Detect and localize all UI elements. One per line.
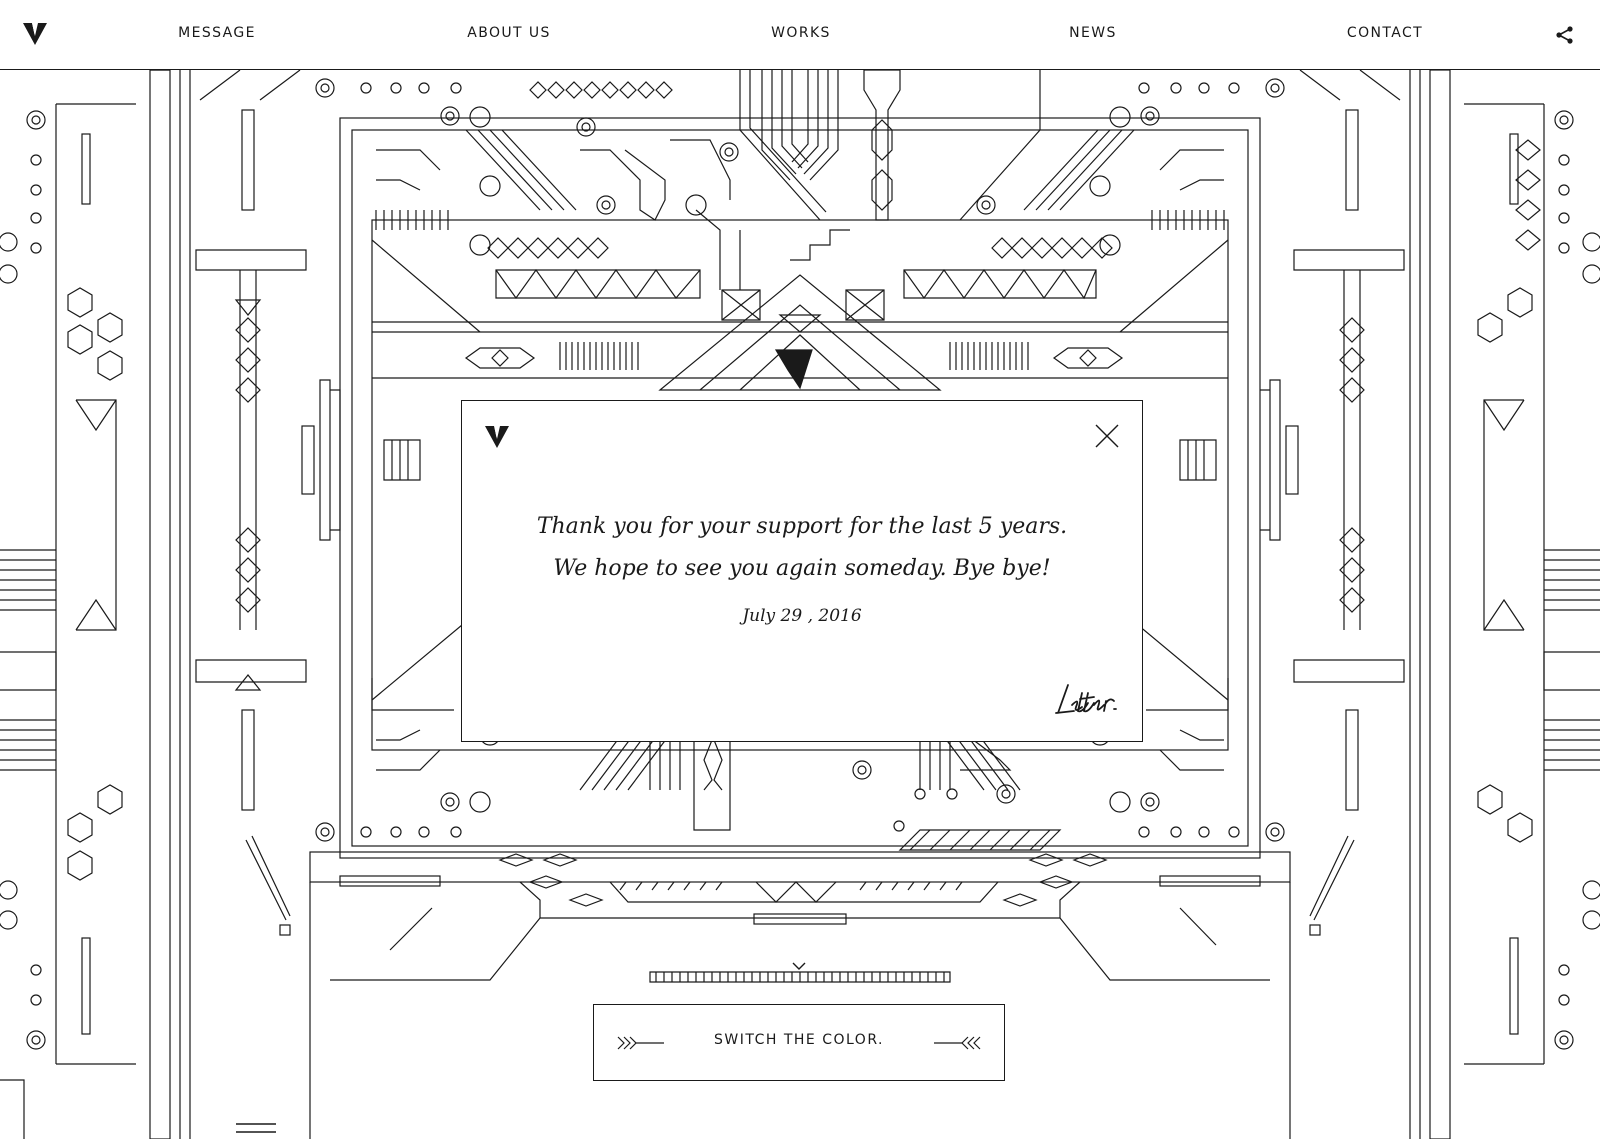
switch-color-button[interactable]: SWITCH THE COLOR. [593, 1004, 1005, 1081]
center-spine-art [579, 70, 1062, 851]
right-panel-art [1293, 70, 1600, 1139]
bottom-platform-art [0, 851, 1291, 1139]
arrow-right-icon [617, 1036, 664, 1050]
farewell-message-line-1: Thank you for your support for the last … [536, 514, 1068, 539]
letters-signature [1055, 684, 1117, 714]
left-cube-stack [67, 287, 123, 881]
nav-news[interactable]: NEWS [1069, 25, 1117, 41]
left-panel-art [0, 70, 307, 1139]
farewell-modal: Thank you for your support for the last … [461, 400, 1143, 742]
site-header: MESSAGE ABOUT US WORKS NEWS CONTACT [0, 0, 1600, 70]
v-logo[interactable] [22, 22, 48, 46]
switch-color-label: SWITCH THE COLOR. [713, 1032, 884, 1048]
farewell-date: July 29 , 2016 [742, 606, 862, 626]
share-icon[interactable] [1555, 25, 1575, 45]
nav-contact[interactable]: CONTACT [1346, 25, 1424, 41]
nav-works[interactable]: WORKS [771, 25, 831, 41]
center-frame-art [301, 78, 1299, 859]
close-icon[interactable] [1094, 423, 1120, 449]
circuit-illustration [0, 70, 1600, 1139]
menu-icon[interactable] [236, 1122, 276, 1136]
farewell-message-line-2: We hope to see you again someday. Bye by… [553, 556, 1051, 581]
chevron-down-icon[interactable] [791, 960, 807, 972]
v-logo [485, 426, 509, 448]
nav-message[interactable]: MESSAGE [178, 25, 256, 41]
arrow-left-icon [934, 1036, 981, 1050]
nav-about-us[interactable]: ABOUT US [467, 25, 551, 41]
